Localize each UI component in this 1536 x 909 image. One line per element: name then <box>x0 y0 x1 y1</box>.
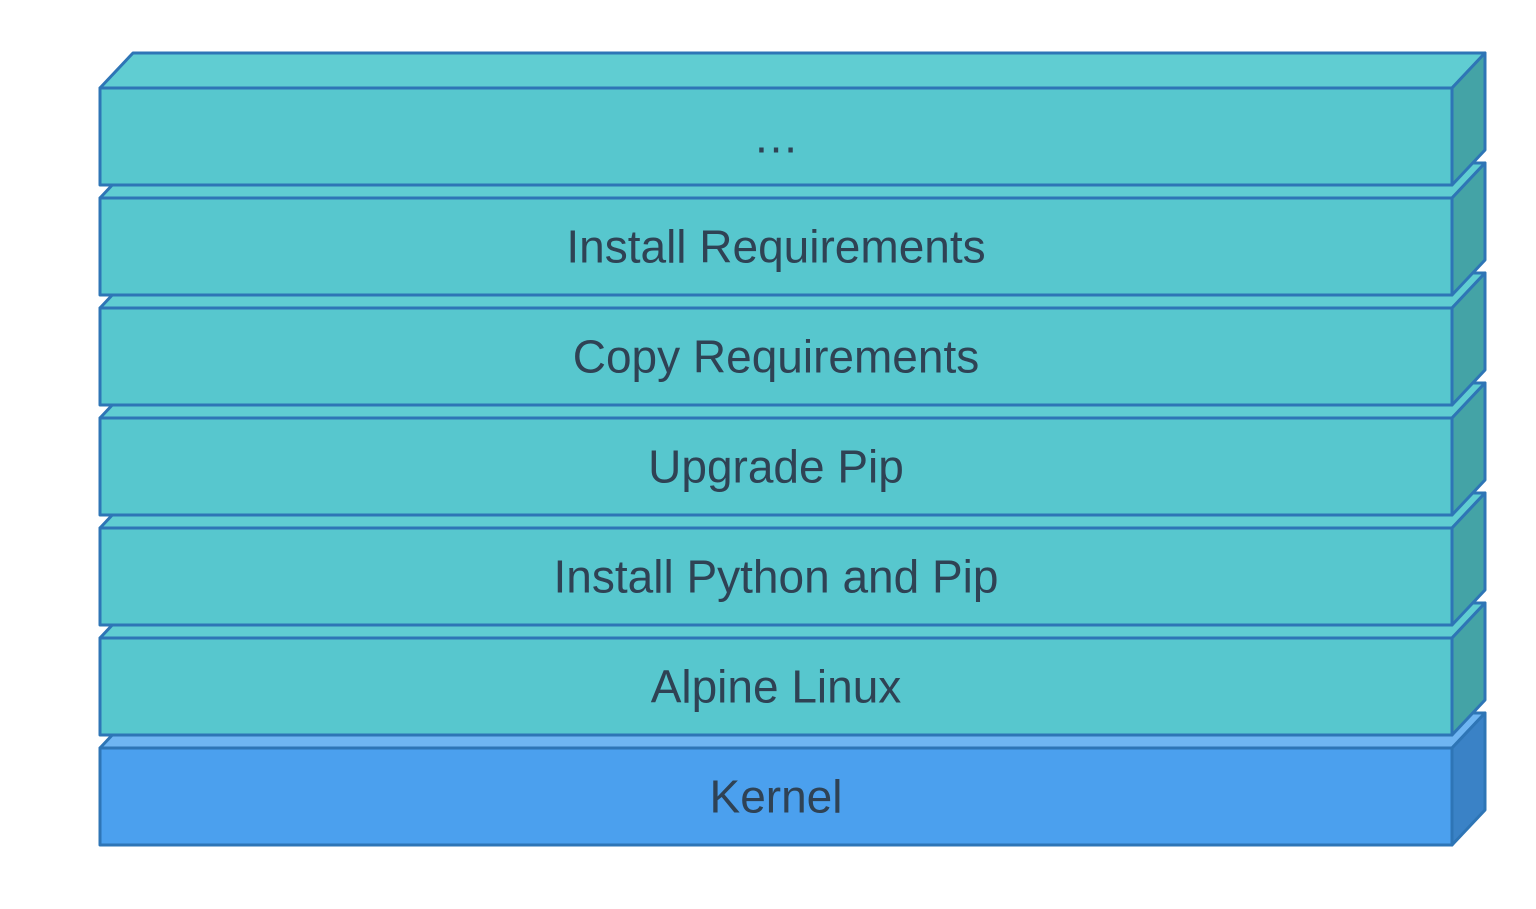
layer-front-face <box>98 196 1454 297</box>
layer-top-face <box>98 51 1487 90</box>
layers-group: Kernel Alpine Linux Install Python and Pip… <box>98 51 1487 847</box>
layer-label: Install Requirements <box>566 221 985 273</box>
layer-label: Upgrade Pip <box>648 441 904 493</box>
layer-front-face <box>98 746 1454 847</box>
layer-front-face <box>98 636 1454 737</box>
layer-front-face <box>98 86 1454 187</box>
layer-label: Install Python and Pip <box>554 551 999 603</box>
layer-front-face <box>98 526 1454 627</box>
layer-label: … <box>753 111 799 163</box>
layer-front-face <box>98 416 1454 517</box>
layer-label: Copy Requirements <box>573 331 980 383</box>
layer-ellipsis: … <box>98 51 1487 187</box>
layer-label: Alpine Linux <box>651 661 902 713</box>
layer-front-face <box>98 306 1454 407</box>
layer-label: Kernel <box>710 771 843 823</box>
